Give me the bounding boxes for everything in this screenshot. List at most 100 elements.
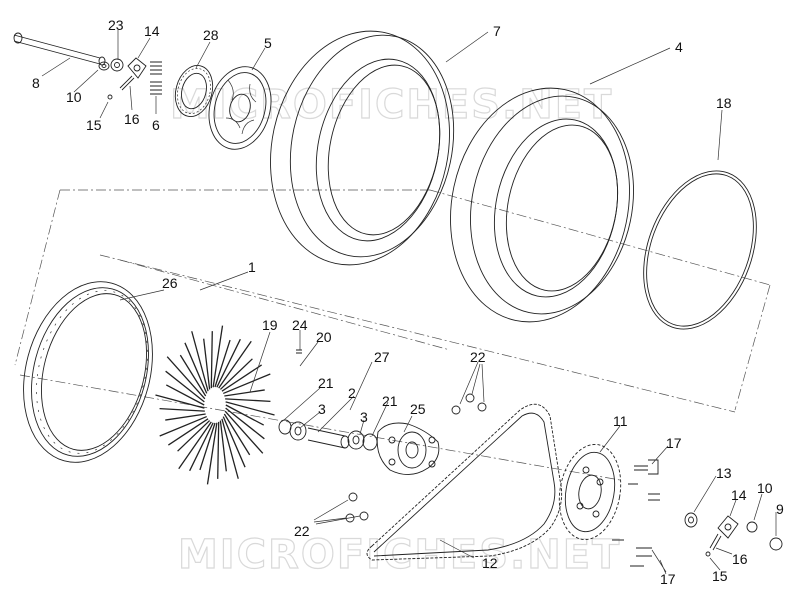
chain-adjuster-right [709, 515, 739, 551]
part-label-3a: 3 [318, 401, 326, 417]
part-label-18: 18 [716, 95, 732, 111]
part-label-13: 13 [716, 465, 732, 481]
leader-lines [41, 30, 777, 575]
rear-sprocket [558, 443, 622, 541]
spoke [218, 340, 252, 389]
spoke [177, 420, 211, 452]
rim-strap [643, 170, 757, 330]
spoke [191, 331, 209, 392]
part-label-11: 11 [613, 413, 628, 429]
part-label-22a: 22 [470, 349, 486, 365]
spoke [219, 420, 227, 472]
part-label-2: 2 [348, 385, 356, 401]
washer-left [98, 61, 110, 71]
spoke [225, 404, 265, 426]
part-label-20: 20 [316, 329, 332, 345]
spokes [155, 325, 275, 485]
part-label-23: 23 [108, 17, 124, 33]
tire-7 [270, 30, 455, 266]
spoke [159, 415, 207, 437]
spoke [225, 407, 265, 440]
part-label-27: 27 [374, 349, 390, 365]
spoke [225, 398, 271, 403]
part-label-16b: 16 [732, 551, 748, 567]
part-label-1: 1 [248, 259, 256, 275]
rim [23, 281, 153, 463]
chain-adjuster-left [119, 57, 147, 91]
nipple-24 [296, 349, 302, 354]
part-label-26: 26 [162, 275, 178, 291]
part-label-12: 12 [482, 555, 498, 571]
axle-nut-9 [769, 537, 783, 551]
sprocket-bolts [612, 459, 660, 567]
part-label-22b: 22 [294, 523, 310, 539]
spacer-13 [684, 512, 698, 528]
spoke [224, 389, 265, 397]
spoke [206, 422, 218, 485]
spoke [203, 338, 211, 390]
spoke [221, 418, 239, 479]
spoke [159, 407, 205, 412]
part-label-17b: 17 [660, 571, 676, 587]
tone-wheel [174, 65, 214, 117]
part-label-15b: 15 [712, 568, 728, 584]
spoke [223, 373, 271, 395]
spoke [166, 356, 206, 400]
brake-disc [208, 66, 272, 150]
spoke [199, 422, 216, 471]
spacer-23 [110, 58, 124, 72]
spoke [184, 342, 208, 394]
part-label-16a: 16 [124, 111, 140, 127]
drive-chain [366, 403, 563, 561]
part-label-15a: 15 [86, 117, 102, 133]
spoke [214, 339, 231, 388]
part-label-21a: 21 [318, 375, 334, 391]
spoke [224, 410, 264, 454]
spoke [165, 413, 206, 421]
part-label-25: 25 [410, 401, 426, 417]
spoke [210, 331, 213, 389]
spoke [221, 364, 263, 392]
spoke [223, 413, 251, 456]
part-label-6: 6 [152, 117, 160, 133]
part-label-21b: 21 [382, 393, 398, 409]
spoke [165, 384, 205, 406]
spoke [219, 358, 253, 390]
part-label-14b: 14 [731, 487, 747, 503]
spoke [212, 325, 224, 388]
part-label-10b: 10 [757, 480, 773, 496]
nut-15-right [705, 551, 711, 557]
part-label-14a: 14 [144, 23, 160, 39]
sprocket-carrier-hub [376, 422, 440, 475]
spoke [189, 422, 214, 472]
part-label-24: 24 [292, 317, 308, 333]
disc-screws [150, 61, 162, 95]
spoke [222, 416, 246, 468]
spoke [155, 394, 205, 409]
part-label-10a: 10 [66, 89, 82, 105]
assembly-outline [14, 189, 771, 481]
spoke [216, 338, 241, 388]
spoke [178, 421, 212, 470]
part-label-17a: 17 [666, 435, 682, 451]
spoke [225, 401, 275, 416]
spoke [167, 418, 209, 446]
spoke [217, 421, 220, 479]
part-label-4: 4 [675, 39, 683, 55]
part-label-7: 7 [493, 23, 501, 39]
part-label-3b: 3 [360, 409, 368, 425]
part-label-19: 19 [262, 317, 278, 333]
nut-15-left [107, 94, 113, 100]
spoke [165, 370, 205, 403]
part-label-5: 5 [264, 35, 272, 51]
part-label-9: 9 [776, 501, 784, 517]
part-label-28: 28 [203, 27, 219, 43]
spoke [179, 354, 207, 397]
washer-right [746, 521, 758, 533]
axle [13, 32, 106, 66]
hub-internals [278, 419, 378, 451]
tube-4 [450, 87, 634, 323]
